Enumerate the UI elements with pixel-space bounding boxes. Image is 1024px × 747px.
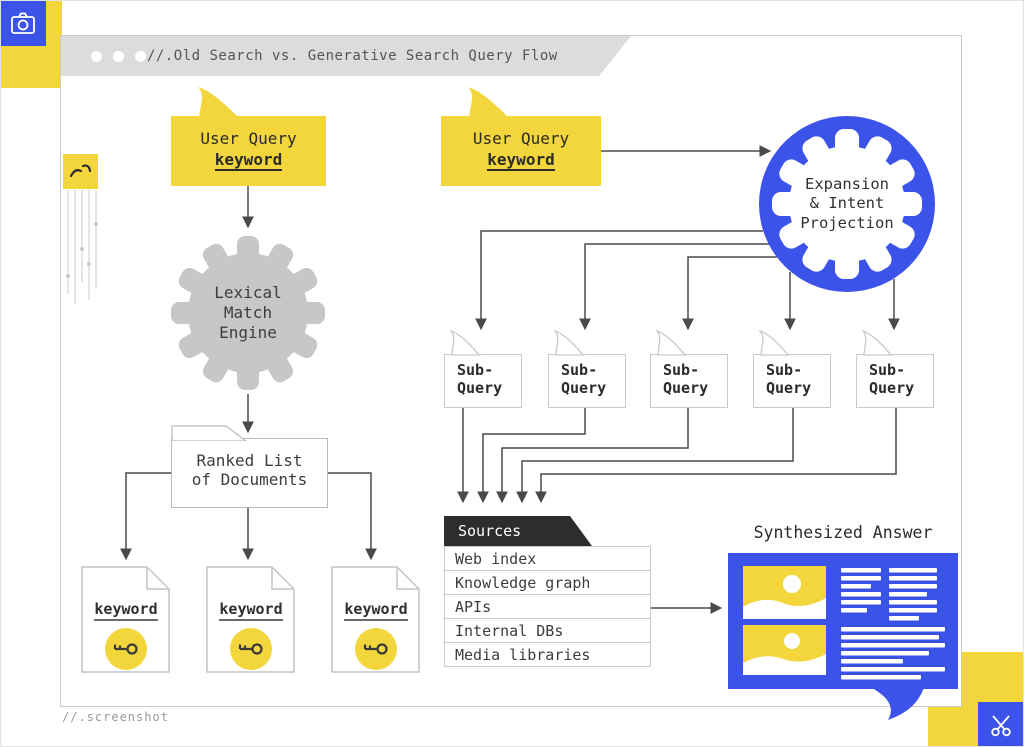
screenshot-caption: //.screenshot [62, 710, 169, 724]
sub-query-box: Sub- Query [650, 329, 728, 408]
camera-icon [0, 0, 46, 46]
document-keyword: keyword [94, 600, 158, 621]
source-item-label: Web index [455, 550, 537, 568]
source-item-label: Internal DBs [455, 622, 564, 640]
folder-tab-icon [171, 425, 247, 441]
sub-query-box: Sub- Query [548, 329, 626, 408]
ranked-list-box: Ranked List of Documents [171, 438, 328, 508]
old-user-query-box: User Query keyword [171, 87, 326, 186]
sub-query-box: Sub- Query [753, 329, 831, 408]
sources-header-label: Sources [458, 522, 522, 540]
engine-label-line: Engine [219, 323, 277, 342]
key-icon [355, 628, 397, 670]
gen-user-query-label: User Query [472, 129, 570, 148]
expansion-label-line: & Intent [809, 194, 885, 213]
window-dot-icon [113, 51, 124, 62]
old-user-query-keyword: keyword [214, 150, 283, 171]
gear-icon [759, 116, 935, 292]
expansion-label-line: Expansion [805, 174, 889, 193]
sub-query-line: Sub- [869, 361, 906, 379]
gear-icon [171, 236, 325, 390]
sub-query-line: Query [457, 379, 503, 397]
synthesized-answer-label: Synthesized Answer [753, 523, 933, 542]
document-result: keyword [81, 566, 171, 673]
sub-query-line: Query [561, 379, 607, 397]
ranked-list-line: Ranked List [196, 451, 303, 470]
sub-query-box: Sub- Query [444, 329, 522, 408]
sub-query-box: Sub- Query [856, 329, 934, 408]
key-icon [230, 628, 272, 670]
engine-label-line: Lexical [214, 283, 282, 302]
document-keyword: keyword [344, 600, 408, 621]
source-item: Web index [444, 546, 651, 571]
window-dot-icon [91, 51, 102, 62]
source-item-label: APIs [455, 598, 492, 616]
gen-user-query-box: User Query keyword [441, 87, 601, 186]
sub-query-line: Sub- [457, 361, 494, 379]
source-item: APIs [444, 594, 651, 619]
old-user-query-label: User Query [200, 129, 297, 148]
connector-lines [120, 145, 900, 614]
source-item: Internal DBs [444, 618, 651, 643]
ranked-list-line: of Documents [191, 470, 308, 489]
source-item-label: Knowledge graph [455, 574, 591, 592]
sub-query-line: Sub- [561, 361, 598, 379]
sources-header: Sources [444, 516, 592, 546]
key-icon [105, 628, 147, 670]
window-dot-icon [135, 51, 146, 62]
source-item: Media libraries [444, 642, 651, 667]
document-result: keyword [206, 566, 296, 673]
expansion-label-line: Projection [800, 213, 894, 232]
scissors-icon [978, 702, 1024, 747]
window-titlebar: //.Old Search vs. Generative Search Quer… [61, 36, 631, 76]
synthesized-answer-bubble [728, 553, 958, 720]
bubble-tail-icon [872, 688, 924, 720]
sub-query-line: Sub- [766, 361, 803, 379]
gen-user-query-keyword: keyword [487, 150, 555, 171]
page-title: //.Old Search vs. Generative Search Quer… [147, 48, 558, 64]
sub-query-line: Sub- [663, 361, 700, 379]
source-item: Knowledge graph [444, 570, 651, 595]
sub-query-line: Query [663, 379, 709, 397]
source-item-label: Media libraries [455, 646, 591, 664]
lexical-match-engine-gear: Lexical Match Engine [168, 233, 328, 393]
document-result: keyword [331, 566, 421, 673]
diagram-canvas: //.Old Search vs. Generative Search Quer… [60, 35, 962, 720]
document-keyword: keyword [219, 600, 283, 621]
sub-query-line: Query [869, 379, 915, 397]
engine-label-line: Match [223, 303, 273, 322]
sub-query-line: Query [766, 379, 812, 397]
answer-content-preview [743, 566, 945, 680]
expansion-intent-gear: Expansion & Intent Projection [755, 112, 939, 296]
